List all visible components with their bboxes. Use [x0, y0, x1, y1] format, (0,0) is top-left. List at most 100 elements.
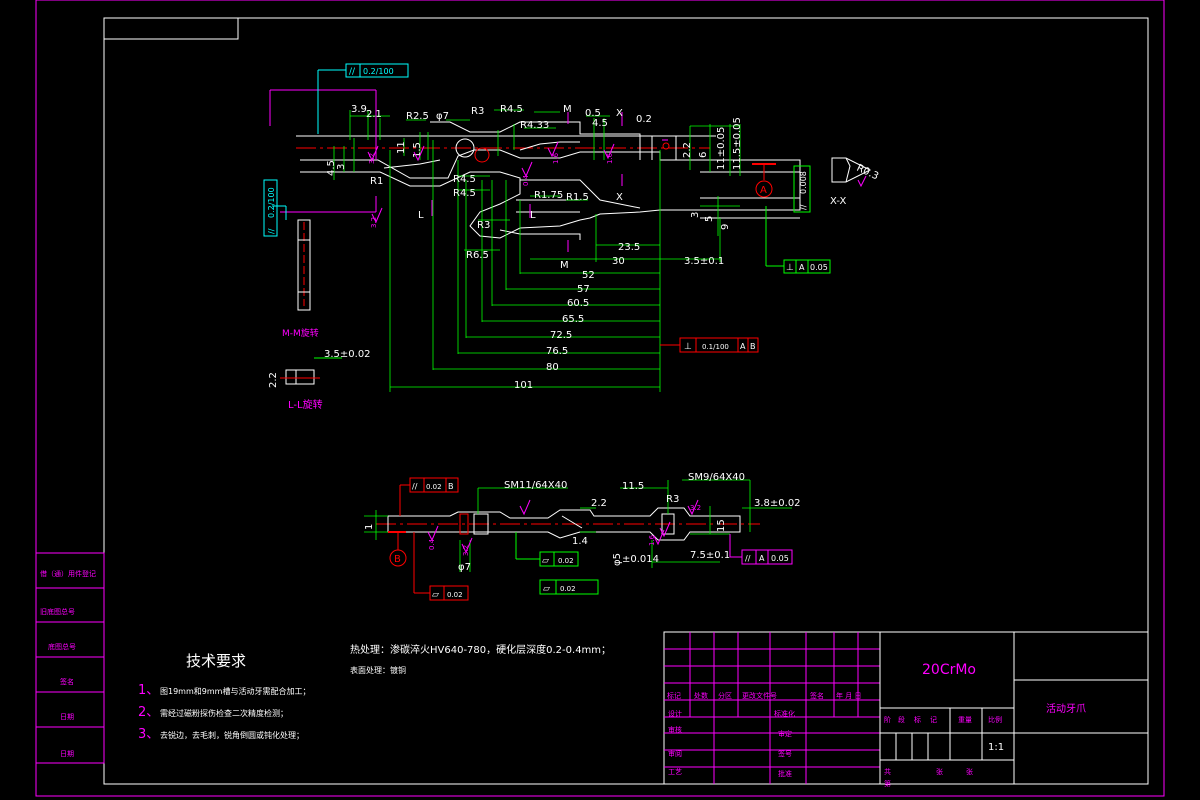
- dim-0-5: 0.5: [585, 108, 601, 119]
- dim-r3-side: R3: [666, 494, 679, 505]
- dim-r4-33: R4.33: [520, 120, 549, 131]
- dim-80: 80: [546, 362, 559, 373]
- dim-sm11: SM11/64X40: [504, 480, 567, 491]
- tb-row-process: 工艺: [668, 768, 682, 776]
- tol-sym-9: ▱: [432, 590, 439, 600]
- tech-req-text-1: 图19mm和9mm槽与活动牙需配合加工；: [160, 686, 310, 696]
- part-name-label: 活动牙爪: [1046, 703, 1086, 715]
- tech-req-num-1: 1、: [138, 683, 159, 698]
- dim-r3-top: R3: [471, 106, 484, 117]
- rough-side-2: 3.2: [462, 545, 470, 556]
- tb-sheet-no: 第: [884, 779, 891, 788]
- side-part-view: B: [364, 479, 792, 572]
- section-x-top: X: [616, 108, 623, 119]
- notes-block: 热处理：渗碳淬火HV640-780，硬化层深度0.2-0.4mm； 表面处理：镀…: [138, 643, 611, 742]
- dim-v-1-5: 1.5: [412, 142, 423, 158]
- heat-treatment-note: 热处理：渗碳淬火HV640-780，硬化层深度0.2-0.4mm；: [350, 643, 611, 656]
- rough-3-2-a: 3.2: [370, 217, 378, 228]
- dim-v-2-2: 2.2: [682, 142, 693, 158]
- dim-v-3: 3: [336, 164, 347, 170]
- tb-stage-0: 阶: [884, 715, 891, 724]
- tol-val-6: 0.02: [426, 483, 442, 491]
- tol-frame-parallel-b: // 0.02 B: [409, 477, 459, 493]
- tol-val-1: 0.2/100: [363, 67, 394, 76]
- dim-3-5-ll: 3.5±0.02: [324, 349, 371, 360]
- section-m-top: M: [563, 104, 572, 115]
- tol-val-5: 0.1/100: [702, 343, 729, 351]
- dim-52: 52: [582, 270, 595, 281]
- dim-r1-5: R1.5: [566, 192, 589, 203]
- tb-row2-sign: 签号: [778, 749, 792, 758]
- tol-frame-flat-2: ▱ 0.02: [539, 579, 599, 595]
- tb-stage-scale: 比例: [988, 715, 1002, 724]
- dim-2-2-ll: 2.2: [268, 372, 279, 388]
- dim-v-11-5-tol: 11.5±0.05: [732, 117, 743, 170]
- section-l-left: L: [418, 210, 424, 221]
- tb-stage-3: 记: [930, 716, 937, 724]
- dim-1-side: 1: [364, 524, 375, 530]
- tol-frame-flat-1: ▱ 0.02: [539, 551, 579, 567]
- dim-0-2: 0.2: [636, 114, 652, 125]
- dim-v-11: 11: [396, 141, 407, 154]
- tb-header-5: 年 月 日: [836, 691, 861, 700]
- detail-l-l: 3.5±0.02 2.2 L-L旋转: [268, 349, 371, 411]
- tol-frame-top-parallel: // 0.2/100: [345, 63, 409, 78]
- dim-3-8-tol: 3.8±0.02: [754, 498, 801, 509]
- tb-row2-std: 标准化: [774, 709, 795, 718]
- tol-frame-right-parallel: // 0.008: [793, 165, 811, 213]
- rough-side-3: 1.6: [648, 534, 656, 546]
- tol-sym-1: //: [349, 67, 356, 77]
- dim-1-4: 1.4: [572, 536, 588, 547]
- section-x-bottom: X: [616, 192, 623, 203]
- dim-57: 57: [577, 284, 590, 295]
- surface-treatment-note: 表面处理：镀铜: [350, 665, 406, 675]
- side-registration-strip: 借（通）用件登记 旧底图总号 底图总号 签名 日期 日期: [35, 552, 105, 764]
- rough-1-6-a: 1.6: [552, 152, 560, 164]
- tol-ref-4: A: [799, 263, 805, 272]
- dim-15: 15: [716, 519, 727, 532]
- dim-r1: R1: [370, 176, 383, 187]
- tb-row-check: 审核: [668, 725, 682, 734]
- tb-header-1: 处数: [694, 691, 708, 700]
- detail-m-m: M-M旋转: [282, 219, 319, 339]
- tech-req-title: 技术要求: [186, 652, 246, 670]
- tol-sym-7: ▱: [542, 556, 549, 566]
- side-label-3: 底图总号: [48, 642, 76, 651]
- dim-101: 101: [514, 380, 533, 391]
- dim-3-5-tol: 3.5±0.1: [684, 256, 724, 267]
- dim-v-11-tol: 11±0.05: [716, 127, 727, 170]
- dim-3-9: 3.9: [351, 104, 367, 115]
- main-part-view: [269, 69, 801, 392]
- tol-ref-5b: B: [750, 342, 756, 351]
- dim-30: 30: [612, 256, 625, 267]
- dim-72-5: 72.5: [550, 330, 572, 341]
- tech-req-num-2: 2、: [138, 705, 159, 720]
- dim-11-5: 11.5: [622, 481, 644, 492]
- side-label-6: 日期: [60, 750, 74, 758]
- dim-65-5: 65.5: [562, 314, 584, 325]
- dim-sm9: SM9/64X40: [688, 472, 745, 483]
- tol-val-8: 0.02: [560, 585, 576, 593]
- dim-v-3-r: 3: [690, 212, 701, 218]
- tb-sheet-unit1: 张: [936, 767, 943, 776]
- datum-b-label: B: [394, 554, 401, 565]
- tol-sym-10: //: [745, 554, 751, 563]
- dim-r4-5-top: R4.5: [500, 104, 523, 115]
- tol-sym-6: //: [412, 482, 418, 491]
- tb-row2-ratify: 批准: [778, 769, 792, 778]
- tol-val-9: 0.02: [447, 591, 463, 599]
- tol-frame-left-parallel: // 0.2/100: [263, 179, 278, 237]
- tol-ref-5a: A: [740, 342, 746, 351]
- tolerance-frames-top: // 0.2/100 // 0.2/100 // 0.008 ⊥ A 0.05: [263, 63, 831, 353]
- tb-row2-approve: 审定: [778, 729, 792, 738]
- tb-row-design: 设计: [668, 709, 682, 718]
- dim-4-5-top: 4.5: [592, 118, 608, 129]
- tol-frame-flat-3: ▱ 0.02: [429, 585, 469, 601]
- label-x-x: X-X: [830, 196, 846, 207]
- dim-phi7: φ7: [436, 111, 449, 122]
- tol-val-10: 0.05: [771, 554, 789, 563]
- datum-a-label: A: [760, 185, 767, 196]
- dim-v-6: 6: [698, 152, 709, 158]
- label-l-l: L-L旋转: [288, 398, 323, 411]
